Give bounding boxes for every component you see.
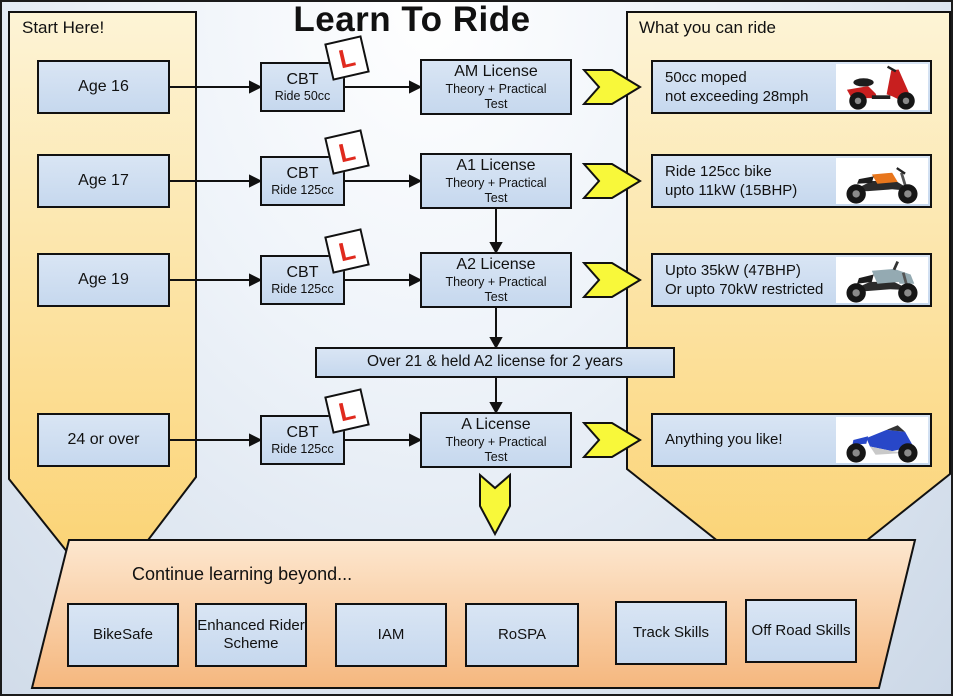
sport-bike-image (846, 425, 918, 463)
ride-text: not exceeding 28mph (665, 88, 809, 105)
bike-photo (836, 257, 928, 303)
naked-bike-image (846, 167, 918, 204)
bottom-panel-header: Continue learning beyond... (132, 564, 353, 584)
cbt-title: CBT (286, 70, 319, 88)
over-21-gate-box: Over 21 & held A2 license for 2 years (315, 347, 675, 378)
moped-image (846, 65, 915, 110)
adventure-bike-image (846, 260, 918, 303)
a1-license-box: A1 License Theory + Practical Test (420, 153, 572, 209)
ride-text: Ride 125cc bike (665, 162, 772, 180)
a2-license-box: A2 License Theory + Practical Test (420, 252, 572, 308)
cbt-subtitle: Ride 125cc (271, 183, 334, 198)
left-panel-header: Start Here! (22, 18, 105, 37)
ride-result-a1: Ride 125cc bike upto 11kW (15BHP) (651, 154, 932, 208)
cbt-subtitle: Ride 50cc (274, 89, 331, 104)
enhanced-rider-box: Enhanced Rider Scheme (195, 603, 307, 667)
ride-text: Anything you like! (665, 431, 783, 449)
age-24-box: 24 or over (37, 413, 170, 467)
page-title: Learn To Ride (293, 0, 531, 39)
age-17-box: Age 17 (37, 154, 170, 208)
ride-text: 50cc moped (665, 68, 747, 86)
ride-result-a2: Upto 35kW (47BHP) Or upto 70kW restricte… (651, 253, 932, 307)
am-license-box: AM License Theory + Practical Test (420, 59, 572, 115)
chevron-right-icon (581, 69, 642, 105)
track-skills-box: Track Skills (615, 601, 727, 665)
age-19-box: Age 19 (37, 253, 170, 307)
ride-result-a: Anything you like! (651, 413, 932, 467)
chevron-down-icon (479, 472, 511, 537)
chevron-right-icon (581, 262, 642, 298)
cbt-subtitle: Ride 125cc (271, 282, 334, 297)
ride-result-am: 50cc moped not exceeding 28mph (651, 60, 932, 114)
license-title: AM License (454, 63, 538, 81)
rospa-box: RoSPA (465, 603, 579, 667)
bike-photo (836, 64, 928, 110)
license-sub: Theory + Practical (445, 434, 547, 449)
license-sub: Theory + Practical (445, 81, 547, 96)
right-panel-header: What you can ride (639, 18, 777, 37)
license-sub: Theory + Practical (445, 274, 547, 289)
bike-photo (836, 158, 928, 204)
a-license-box: A License Theory + Practical Test (420, 412, 572, 468)
cbt-title: CBT (286, 164, 319, 182)
cbt-title: CBT (286, 263, 319, 281)
ride-text: upto 11kW (15BHP) (665, 182, 798, 199)
license-sub: Test (484, 449, 508, 464)
iam-box: IAM (335, 603, 447, 667)
off-road-skills-box: Off Road Skills (745, 599, 857, 663)
flow-arrows (170, 80, 503, 447)
age-16-box: Age 16 (37, 60, 170, 114)
license-title: A2 License (456, 256, 536, 274)
license-sub: Test (484, 96, 508, 111)
bike-photo (836, 417, 928, 463)
license-sub: Test (484, 289, 508, 304)
license-title: A License (461, 416, 531, 434)
ride-text: Upto 35kW (47BHP) (665, 261, 801, 279)
license-sub: Theory + Practical (445, 175, 547, 190)
ride-text: Or upto 70kW restricted (665, 281, 824, 298)
cbt-title: CBT (286, 423, 319, 441)
cbt-subtitle: Ride 125cc (271, 442, 334, 457)
chevron-right-icon (581, 422, 642, 458)
bikesafe-box: BikeSafe (67, 603, 179, 667)
license-title: A1 License (456, 157, 536, 175)
chevron-right-icon (581, 163, 642, 199)
license-sub: Test (484, 190, 508, 205)
